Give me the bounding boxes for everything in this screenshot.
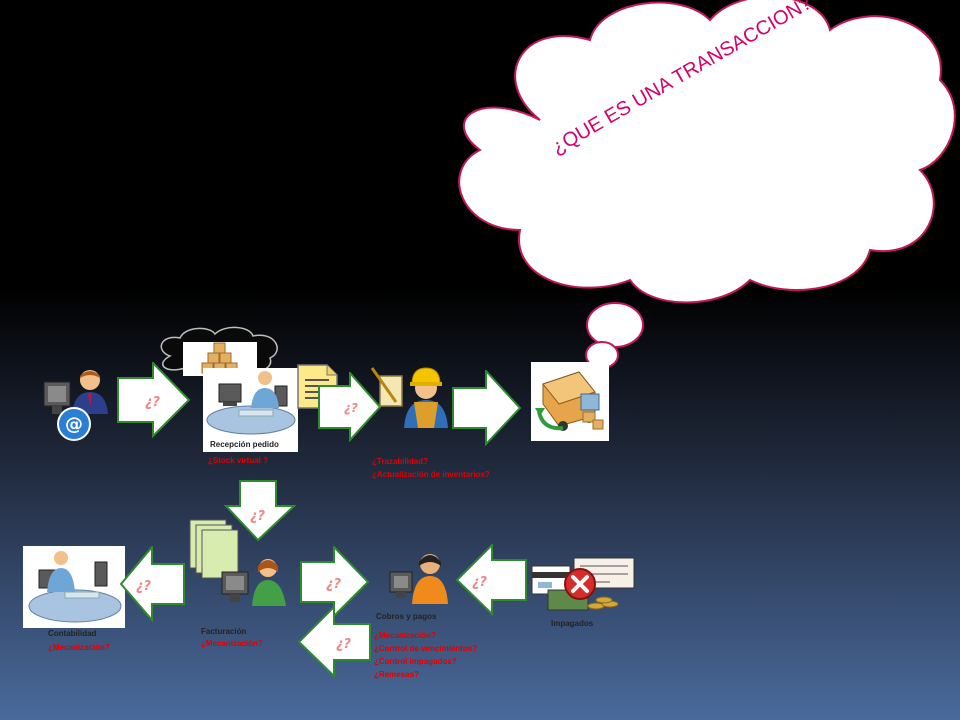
collections-question-4: ¿Remesas? <box>374 670 419 679</box>
arrow-left-2: ¿? <box>298 606 371 678</box>
billing-worker-icon <box>221 559 286 606</box>
svg-text:¿?: ¿? <box>336 637 352 652</box>
svg-text:¿?: ¿? <box>326 577 342 592</box>
collections-label: Cobros y pagos <box>376 612 437 621</box>
svg-text:¿?: ¿? <box>472 575 488 590</box>
warehouse-question-1: ¿Trazabilidad? <box>372 457 429 466</box>
collections-question-3: ¿Control impagados? <box>374 657 457 666</box>
arrow-right-bottom: ¿? <box>300 546 370 618</box>
billing-question-1: ¿Mecanización? <box>201 639 263 648</box>
arrow-left-1: ¿? <box>120 546 185 622</box>
unpaid-icon <box>531 557 635 611</box>
svg-text:¿?: ¿? <box>145 395 161 410</box>
accounting-question-1: ¿Mecanización? <box>48 643 110 652</box>
email-user-icon: @ <box>43 370 108 441</box>
reception-question-1: ¿Stock virtual ? <box>208 456 269 465</box>
billing-label: Facturación <box>201 627 247 636</box>
arrow-left-3: ¿? <box>456 544 527 616</box>
truck-icon <box>535 371 604 431</box>
svg-text:¿?: ¿? <box>136 579 152 594</box>
accounting-worker-icon <box>28 551 122 623</box>
svg-text:¿?: ¿? <box>344 401 358 415</box>
svg-text:¿?: ¿? <box>250 509 266 524</box>
collections-question-2: ¿Control de vencimientos? <box>374 644 478 653</box>
collections-question-1: ¿Mecanización? <box>374 631 436 640</box>
warehouse-question-2: ¿Actualización de inventarios? <box>372 470 490 479</box>
accounting-label: Contabilidad <box>48 629 97 638</box>
arrow-right-3 <box>452 370 522 446</box>
collections-worker-icon <box>389 554 448 604</box>
arrow-right-2: ¿? <box>318 372 382 442</box>
arrow-down: ¿? <box>224 480 296 542</box>
reception-label: Recepción pedido <box>210 440 279 449</box>
arrow-right-1: ¿? <box>117 362 191 438</box>
svg-text:@: @ <box>65 414 83 435</box>
billing-docs-icon <box>189 519 239 579</box>
warehouse-worker-icon <box>370 367 448 428</box>
reception-worker-icon <box>206 371 296 435</box>
unpaid-label: Impagados <box>551 619 594 628</box>
